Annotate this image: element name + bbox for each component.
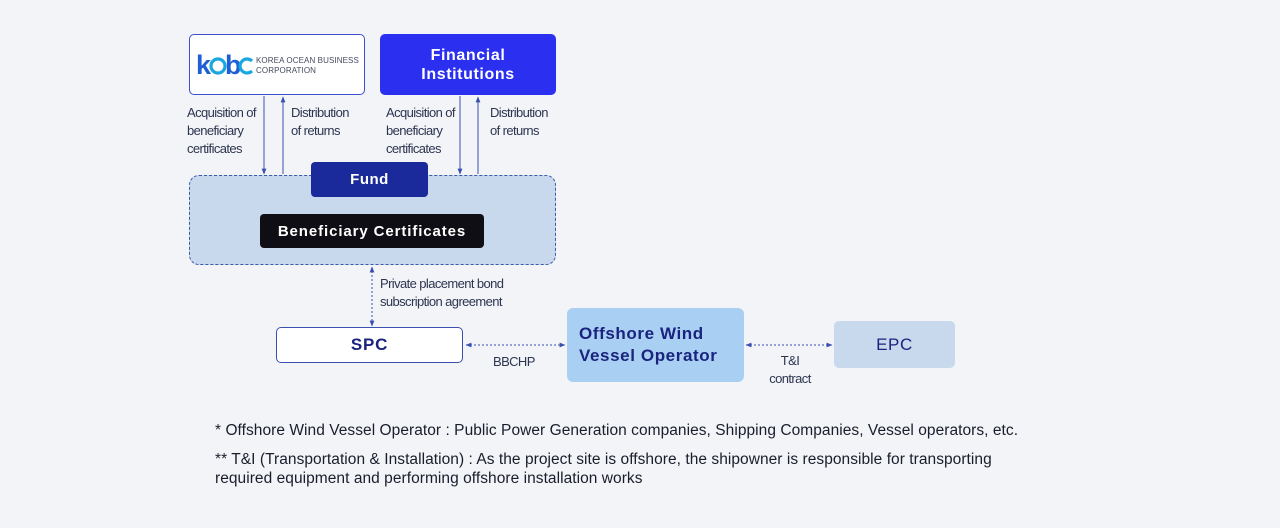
operator-line2: Vessel Operator — [579, 346, 718, 365]
acq-line2: beneficiary — [187, 123, 244, 138]
fund-tag: Fund — [311, 162, 428, 197]
epc-box: EPC — [834, 321, 955, 368]
ti-line2: contract — [769, 371, 811, 386]
footnote-ti-line1: ** T&I (Transportation & Installation) :… — [215, 451, 992, 468]
dist-line1: Distribution — [291, 105, 349, 120]
kobc-name-line2: CORPORATION — [256, 66, 317, 75]
offshore-wind-vessel-operator-box: Offshore Wind Vessel Operator — [567, 308, 744, 382]
fin-distribution-label: Distribution of returns — [490, 104, 548, 140]
spc-box: SPC — [276, 327, 463, 363]
footnote-operator: * Offshore Wind Vessel Operator : Public… — [215, 422, 1019, 439]
financial-line1: Financial — [430, 46, 506, 64]
kobc-name: KOREA OCEAN BUSINESS CORPORATION — [256, 56, 366, 76]
fin-dist-line1: Distribution — [490, 105, 548, 120]
acq-line3: certificates — [187, 141, 243, 156]
fin-acq-line1: Acquisition of — [386, 105, 456, 120]
financial-line2: Institutions — [421, 65, 515, 83]
kobc-name-line1: KOREA OCEAN BUSINESS — [256, 56, 359, 65]
kobc-logo-icon: k b — [196, 50, 254, 80]
bbchp-label: BBCHP — [493, 354, 535, 369]
fin-acq-line2: beneficiary — [386, 123, 443, 138]
footnote-ti: ** T&I (Transportation & Installation) :… — [215, 450, 1175, 488]
beneficiary-certificates-box: Beneficiary Certificates — [260, 214, 484, 248]
ti-contract-label: T&I contract — [766, 352, 814, 388]
footnote-ti-line2: required equipment and performing offsho… — [215, 470, 643, 487]
fin-acq-line3: certificates — [386, 141, 442, 156]
kobc-acquisition-label: Acquisition of beneficiary certificates — [187, 104, 257, 158]
fin-acquisition-label: Acquisition of beneficiary certificates — [386, 104, 456, 158]
kobc-distribution-label: Distribution of returns — [291, 104, 349, 140]
bond-agreement-label: Private placement bond subscription agre… — [380, 275, 504, 311]
bond-line2: subscription agreement — [380, 294, 503, 309]
financial-institutions-box: Financial Institutions — [380, 34, 556, 95]
fin-dist-line2: of returns — [490, 123, 540, 138]
acq-line1: Acquisition of — [187, 105, 257, 120]
operator-line1: Offshore Wind — [579, 324, 704, 343]
bond-line1: Private placement bond — [380, 276, 504, 291]
svg-text:b: b — [225, 50, 241, 80]
kobc-box — [189, 34, 365, 95]
ti-line1: T&I — [780, 353, 800, 368]
dist-line2: of returns — [291, 123, 341, 138]
